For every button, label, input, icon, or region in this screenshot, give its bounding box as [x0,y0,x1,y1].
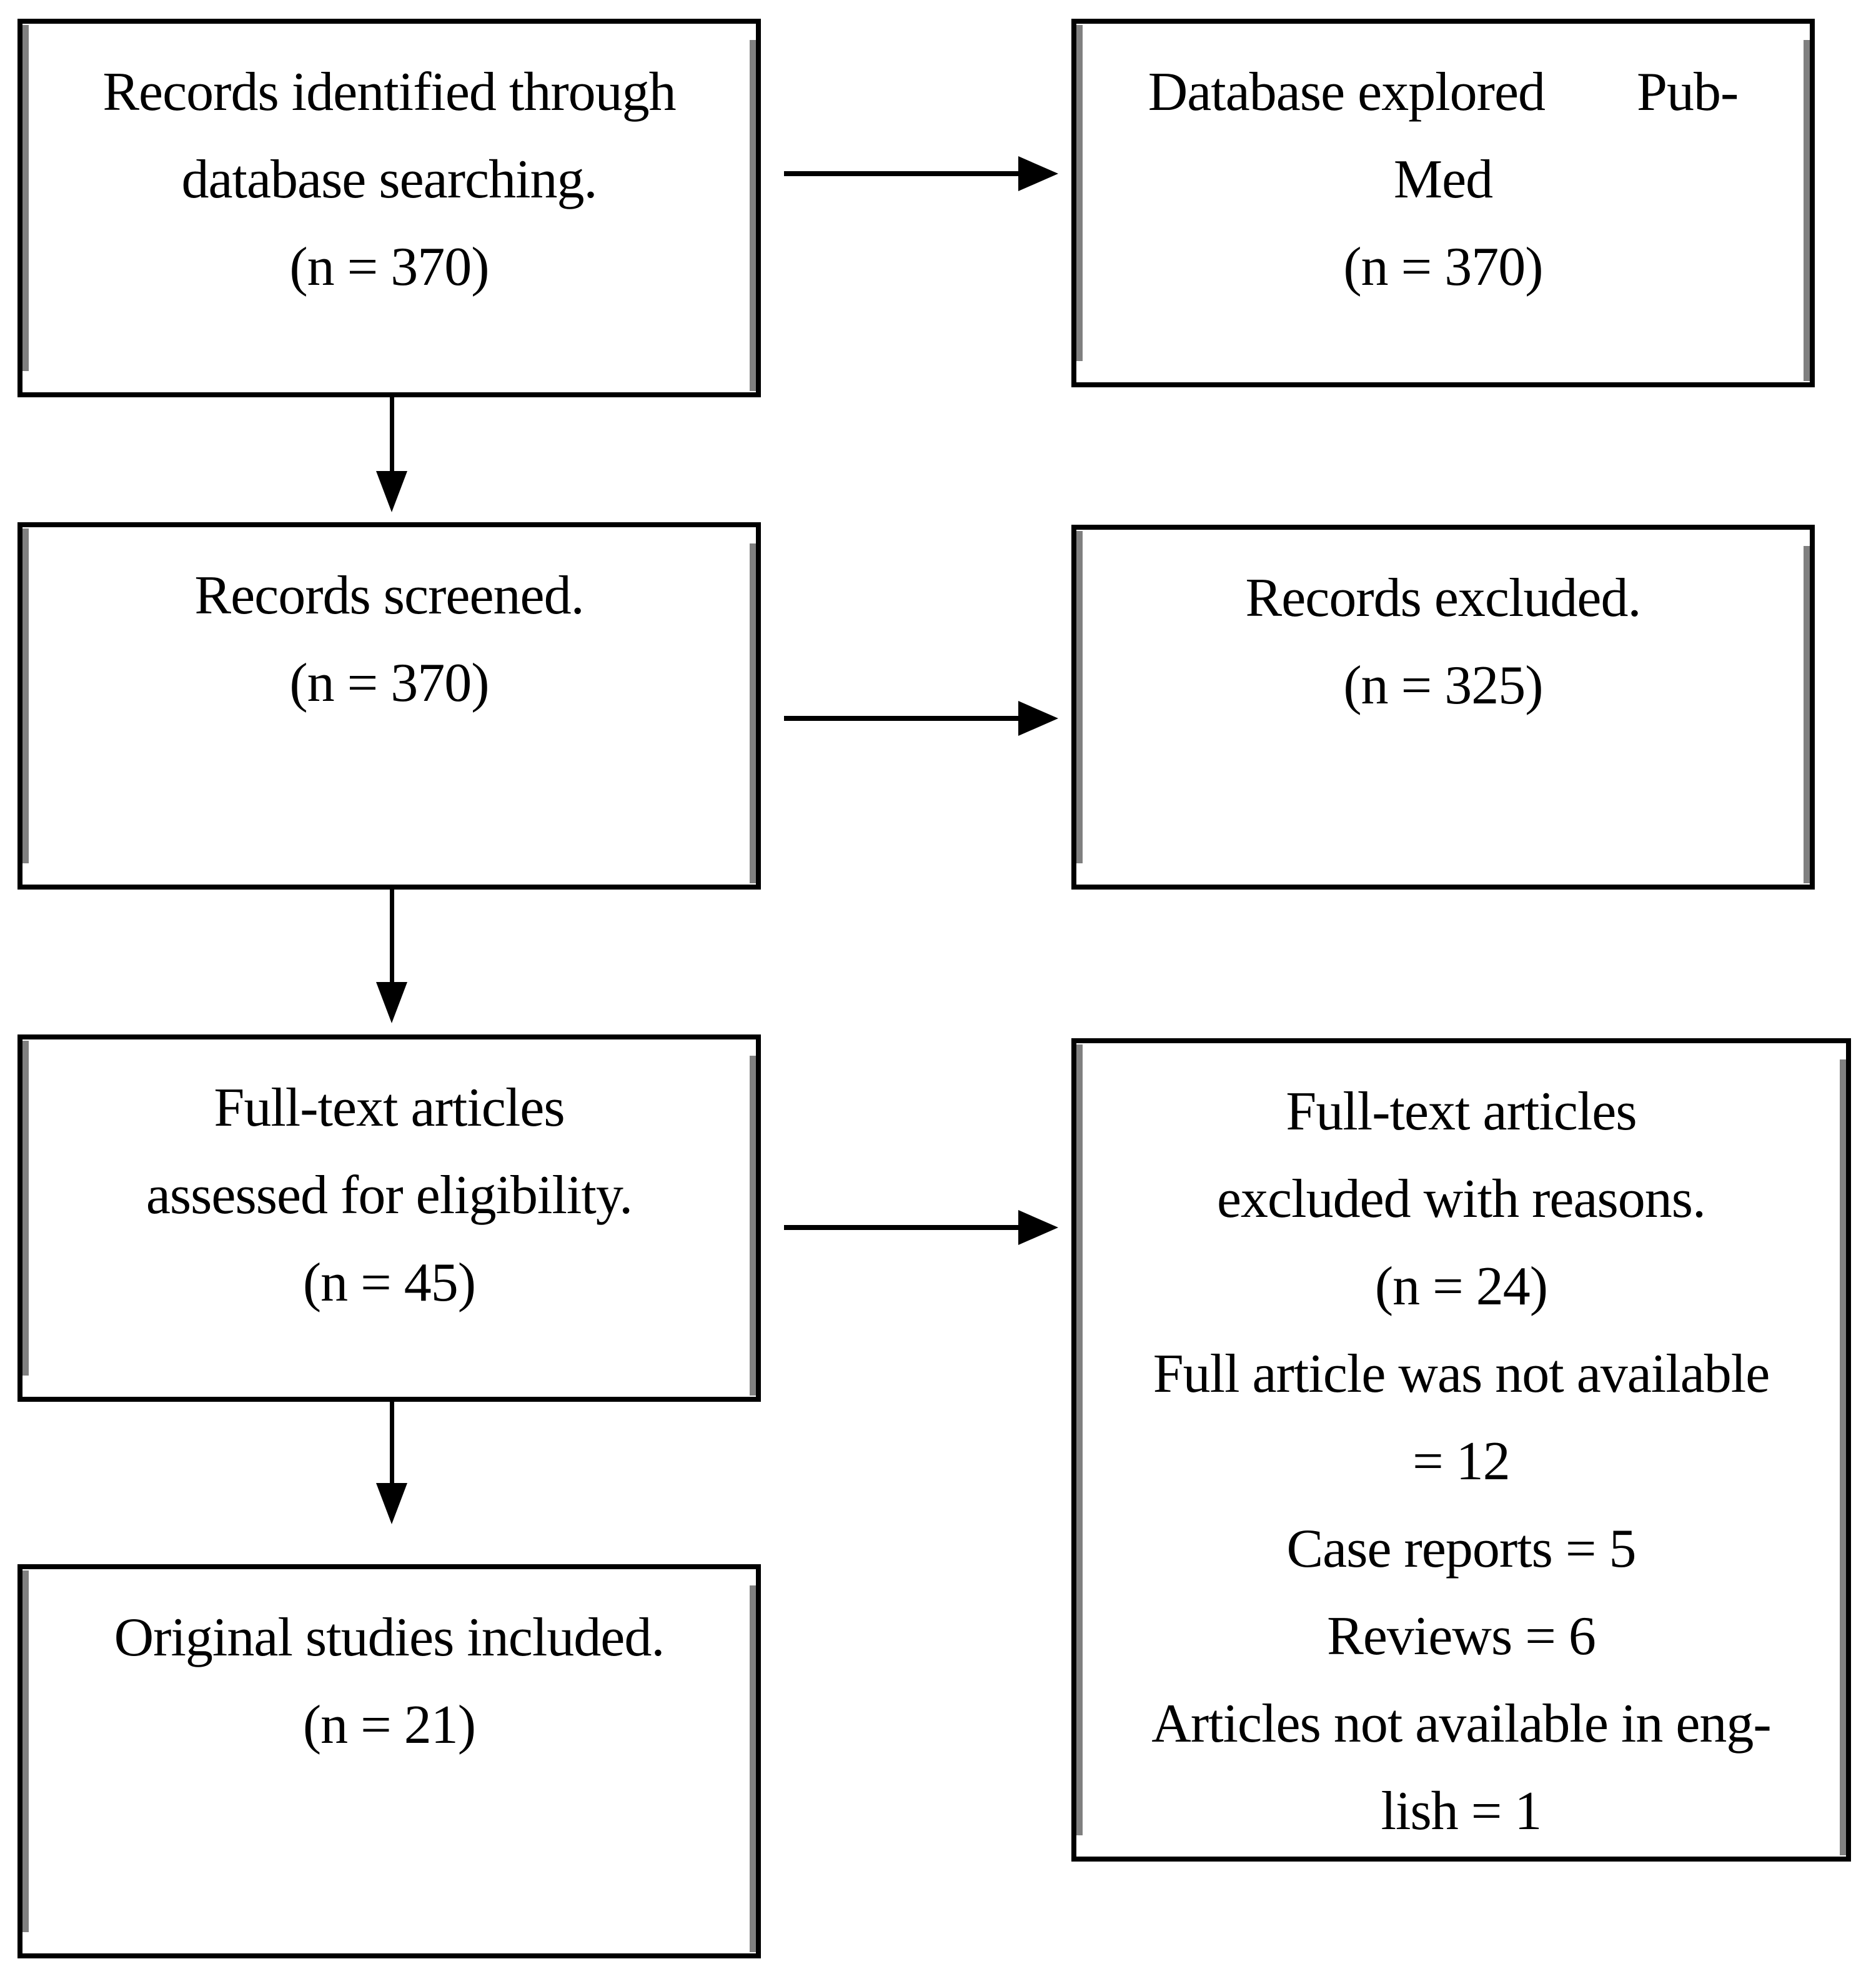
down-arrow-1-stem [390,397,394,472]
right-arrow-2-head-icon [1018,701,1058,736]
box-records-screened: Records screened. (n = 370) [17,522,761,890]
down-arrow-1-head-icon [376,471,407,512]
box-text-line: (n = 21) [302,1695,476,1755]
box-text-line: Database explored Pub- [1148,62,1739,122]
box-text-line: Full-text articles [214,1078,565,1138]
box-database-explored: Database explored Pub- Med (n = 370) [1071,19,1815,387]
down-arrow-2-head-icon [376,982,407,1023]
box-text-line: Records screened. [194,565,584,626]
box-text-line: (n = 45) [302,1252,476,1313]
box-text-line: Original studies included. [114,1607,665,1668]
box-text-line: Reviews = 6 [1327,1606,1596,1667]
right-arrow-3-stem [784,1225,1020,1230]
box-fulltext-assessed: Full-text articles assessed for eligibil… [17,1034,761,1402]
box-text-line: Articles not available in eng- [1151,1694,1771,1754]
box-text-line: Records excluded. [1245,568,1642,628]
right-arrow-1-head-icon [1018,156,1058,191]
box-text-line: database searching. [181,149,597,210]
box-text-line: = 12 [1412,1431,1511,1492]
box-text-line: lish = 1 [1381,1781,1542,1842]
box-text-line: excluded with reasons. [1217,1169,1706,1229]
box-text-line: (n = 24) [1374,1256,1548,1317]
box-text-line: Full-text articles [1286,1081,1637,1142]
box-records-excluded: Records excluded. (n = 325) [1071,525,1815,890]
box-text-line: Case reports = 5 [1286,1519,1636,1579]
right-arrow-3-head-icon [1018,1210,1058,1245]
box-fulltext-excluded-reasons: Full-text articles excluded with reasons… [1071,1038,1851,1862]
box-text-line: (n = 370) [289,237,489,297]
down-arrow-3-head-icon [376,1483,407,1524]
box-text-line: (n = 370) [1343,237,1543,297]
right-arrow-2-stem [784,716,1020,721]
box-studies-included: Original studies included. (n = 21) [17,1564,761,1958]
box-text-line: assessed for eligibility. [146,1165,633,1226]
box-text-line: Full article was not available [1153,1344,1770,1404]
box-text-line: Records identified through [102,62,676,122]
box-text-line: (n = 325) [1343,655,1543,716]
box-text-line: (n = 370) [289,653,489,713]
box-text-line: Med [1393,149,1493,210]
box-records-identified: Records identified through database sear… [17,19,761,397]
right-arrow-1-stem [784,171,1020,176]
down-arrow-2-stem [390,890,394,983]
down-arrow-3-stem [390,1402,394,1484]
